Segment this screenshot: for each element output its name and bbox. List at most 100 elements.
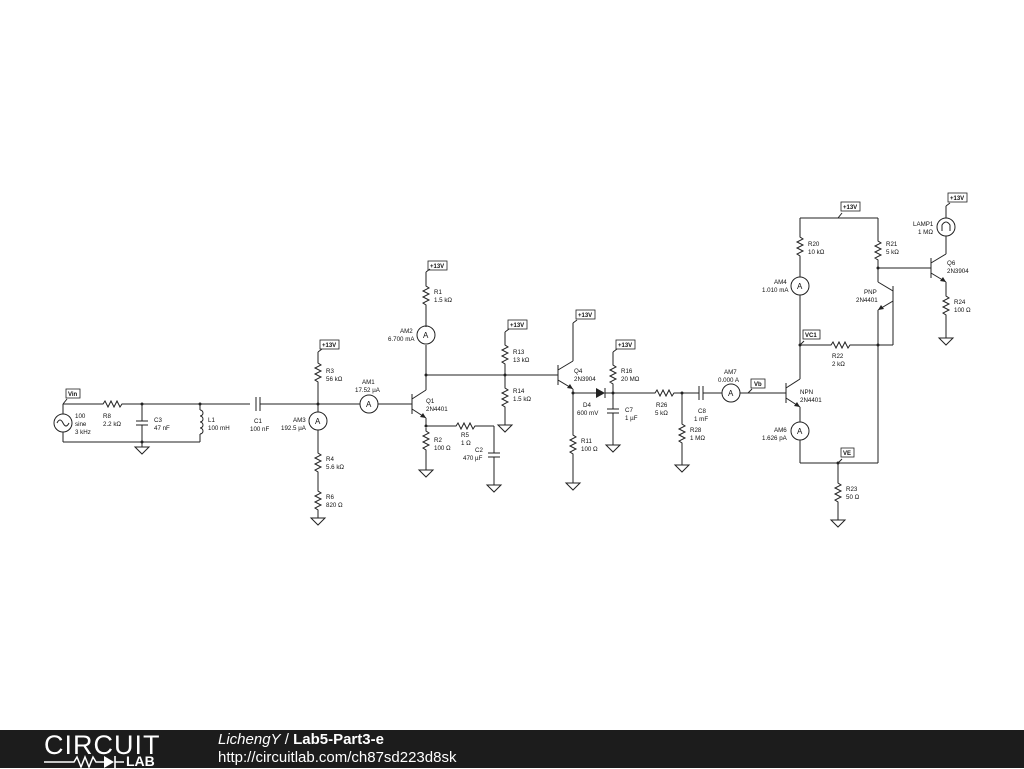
svg-text:R1: R1 bbox=[434, 289, 442, 296]
pnp-transistor[interactable] bbox=[877, 281, 894, 311]
ve-net-label[interactable]: VE bbox=[840, 447, 855, 458]
am4-ammeter[interactable]: A bbox=[790, 276, 810, 296]
svg-text:Vin: Vin bbox=[68, 392, 78, 398]
lamp1-lamp[interactable] bbox=[936, 217, 956, 237]
svg-text:A: A bbox=[423, 331, 429, 340]
svg-text:2 kΩ: 2 kΩ bbox=[832, 361, 845, 368]
svg-text:PNP: PNP bbox=[864, 289, 877, 296]
svg-text:100 nF: 100 nF bbox=[250, 426, 269, 433]
schematic-canvas[interactable]: Vin 100 sine 3 kHz R8 2.2 kΩ C3 47 nF L1… bbox=[0, 0, 1024, 730]
svg-text:R14: R14 bbox=[513, 388, 525, 395]
waveform-diode-icon bbox=[44, 755, 124, 768]
r14-resistor[interactable] bbox=[501, 384, 509, 411]
r21-resistor[interactable] bbox=[874, 237, 882, 264]
svg-text:20 MΩ: 20 MΩ bbox=[621, 376, 640, 383]
c3-capacitor[interactable] bbox=[136, 404, 148, 442]
r20-resistor[interactable] bbox=[796, 233, 804, 260]
circuit-url[interactable]: http://circuitlab.com/ch87sd223d8sk bbox=[218, 749, 457, 766]
vdd-flag-r3[interactable]: +13V bbox=[319, 339, 340, 350]
svg-text:13 kΩ: 13 kΩ bbox=[513, 357, 530, 364]
vc1-net-label[interactable]: VC1 bbox=[802, 329, 821, 340]
svg-text:1.5 kΩ: 1.5 kΩ bbox=[434, 297, 452, 304]
svg-text:+13V: +13V bbox=[430, 264, 444, 270]
npn-transistor[interactable] bbox=[785, 378, 801, 408]
r24-resistor[interactable] bbox=[942, 292, 950, 319]
r3-resistor[interactable] bbox=[314, 359, 322, 386]
svg-text:A: A bbox=[366, 400, 372, 409]
svg-text:Q4: Q4 bbox=[574, 368, 583, 375]
c2-capacitor[interactable] bbox=[488, 452, 500, 458]
am7-ammeter[interactable]: A bbox=[721, 383, 741, 403]
am3-ammeter[interactable]: A bbox=[308, 411, 328, 431]
r8-resistor[interactable] bbox=[99, 400, 126, 408]
source-amplitude: 100 bbox=[75, 413, 86, 420]
r6-resistor[interactable] bbox=[314, 487, 322, 514]
r11-resistor[interactable] bbox=[569, 431, 577, 458]
r1-resistor[interactable] bbox=[422, 282, 430, 309]
svg-text:R28: R28 bbox=[690, 427, 702, 434]
am1-ammeter[interactable]: A bbox=[359, 394, 379, 414]
r5-resistor[interactable] bbox=[452, 422, 479, 430]
title-separator: / bbox=[284, 731, 289, 748]
r28-resistor[interactable] bbox=[678, 420, 686, 447]
svg-text:Q1: Q1 bbox=[426, 398, 435, 405]
voltage-source[interactable] bbox=[53, 413, 73, 433]
footer-bar: CIRCUIT LAB LichengY / Lab5-Part3-e http… bbox=[0, 730, 1024, 768]
svg-text:2.2 kΩ: 2.2 kΩ bbox=[103, 421, 121, 428]
svg-text:470 µF: 470 µF bbox=[463, 455, 483, 462]
c1-capacitor[interactable] bbox=[255, 397, 261, 411]
svg-text:1 Ω: 1 Ω bbox=[461, 440, 471, 447]
q4-transistor[interactable] bbox=[557, 360, 574, 390]
svg-text:192.5 µA: 192.5 µA bbox=[281, 425, 307, 432]
vdd-flag-r13[interactable]: +13V bbox=[507, 319, 528, 330]
svg-text:R3: R3 bbox=[326, 368, 334, 375]
svg-text:600 mV: 600 mV bbox=[577, 410, 599, 417]
q6-transistor[interactable] bbox=[930, 253, 947, 283]
svg-text:LAMP1: LAMP1 bbox=[913, 221, 934, 228]
svg-text:5.6 kΩ: 5.6 kΩ bbox=[326, 464, 344, 471]
svg-text:A: A bbox=[797, 282, 803, 291]
r22-resistor[interactable] bbox=[827, 341, 854, 349]
svg-text:R23: R23 bbox=[846, 486, 858, 493]
circuit-title[interactable]: Lab5-Part3-e bbox=[293, 731, 384, 748]
vdd-flag-top[interactable]: +13V bbox=[840, 201, 861, 212]
r16-resistor[interactable] bbox=[609, 361, 617, 388]
svg-text:1 mF: 1 mF bbox=[694, 416, 708, 423]
r2-resistor[interactable] bbox=[422, 427, 430, 454]
svg-text:AM2: AM2 bbox=[400, 328, 413, 335]
c8-capacitor[interactable] bbox=[698, 386, 704, 400]
svg-text:5 kΩ: 5 kΩ bbox=[655, 410, 668, 417]
vdd-flag-r1[interactable]: +13V bbox=[427, 260, 448, 271]
svg-text:820 Ω: 820 Ω bbox=[326, 502, 343, 509]
vb-net-label[interactable]: Vb bbox=[750, 378, 766, 389]
r4-resistor[interactable] bbox=[314, 449, 322, 476]
svg-text:R16: R16 bbox=[621, 368, 633, 375]
svg-text:R6: R6 bbox=[326, 494, 334, 501]
c7-capacitor[interactable] bbox=[607, 408, 619, 414]
am2-ammeter[interactable]: A bbox=[416, 325, 436, 345]
vdd-flag-q4[interactable]: +13V bbox=[575, 309, 596, 320]
d4-diode[interactable] bbox=[596, 388, 606, 398]
svg-text:Q6: Q6 bbox=[947, 260, 956, 267]
vdd-flag-r16[interactable]: +13V bbox=[615, 339, 636, 350]
am6-ammeter[interactable]: A bbox=[790, 421, 810, 441]
svg-text:+13V: +13V bbox=[322, 343, 336, 349]
r26-resistor[interactable] bbox=[651, 389, 678, 397]
svg-text:L1: L1 bbox=[208, 417, 215, 424]
r13-resistor[interactable] bbox=[501, 341, 509, 368]
svg-text:AM7: AM7 bbox=[724, 369, 737, 376]
svg-text:2N4401: 2N4401 bbox=[856, 297, 878, 304]
vin-net-label[interactable]: Vin bbox=[65, 388, 81, 399]
svg-text:R24: R24 bbox=[954, 299, 966, 306]
svg-text:17.52 µA: 17.52 µA bbox=[355, 387, 381, 394]
svg-text:Vb: Vb bbox=[754, 382, 762, 388]
vdd-flag-lamp[interactable]: +13V bbox=[947, 192, 968, 203]
svg-text:NPN: NPN bbox=[800, 389, 813, 396]
svg-text:AM1: AM1 bbox=[362, 379, 375, 386]
circuitlab-logo[interactable]: CIRCUIT bbox=[44, 730, 161, 760]
author-link[interactable]: LichengY bbox=[218, 731, 281, 748]
q1-transistor[interactable] bbox=[411, 389, 427, 419]
r23-resistor[interactable] bbox=[834, 479, 842, 506]
svg-text:VC1: VC1 bbox=[805, 333, 817, 339]
l1-inductor[interactable] bbox=[199, 404, 204, 442]
